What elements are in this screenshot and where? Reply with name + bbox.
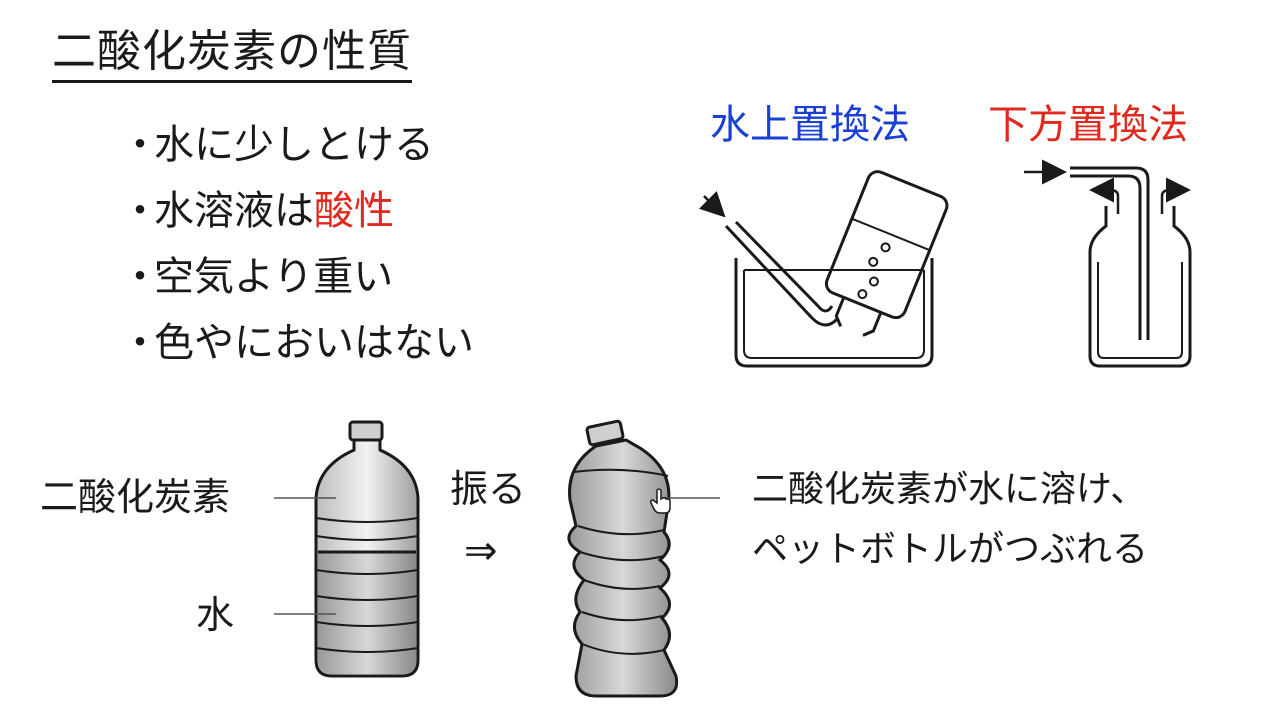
property-item: ・空気より重い — [120, 244, 474, 310]
property-item: ・水溶液は酸性 — [120, 178, 474, 244]
property-highlight: 酸性 — [314, 188, 394, 234]
property-text: 水溶液は — [154, 188, 314, 234]
bullet-dot: ・ — [120, 188, 160, 234]
property-text: 色やにおいはない — [154, 320, 474, 366]
property-list: ・水に少しとける ・水溶液は酸性 ・空気より重い ・色やにおいはない — [120, 112, 474, 376]
bottle-before — [274, 420, 420, 678]
property-item: ・水に少しとける — [120, 112, 474, 178]
water-displacement-label: 水上置換法 — [710, 102, 910, 148]
shake-label: 振る — [450, 467, 527, 511]
result-text-line2: ペットボトルがつぶれる — [752, 529, 1149, 570]
downward-displacement-diagram — [1024, 159, 1192, 368]
bottle-crushed — [567, 419, 720, 698]
co2-label: 二酸化炭素 — [40, 475, 231, 519]
result-text-line1: 二酸化炭素が水に溶け、 — [752, 469, 1147, 510]
hand-pointer-icon — [650, 488, 671, 514]
property-text: 水に少しとける — [154, 122, 434, 168]
property-item: ・色やにおいはない — [120, 310, 474, 376]
downward-displacement-label: 下方置換法 — [988, 102, 1188, 148]
bullet-dot: ・ — [120, 254, 160, 300]
bullet-dot: ・ — [120, 122, 160, 168]
water-label: 水 — [196, 593, 235, 637]
property-text: 空気より重い — [154, 254, 394, 300]
page-title: 二酸化炭素の性質 — [52, 26, 412, 83]
implies-arrow: ⇒ — [464, 528, 498, 574]
water-displacement-diagram — [699, 170, 949, 368]
bullet-dot: ・ — [120, 320, 160, 366]
